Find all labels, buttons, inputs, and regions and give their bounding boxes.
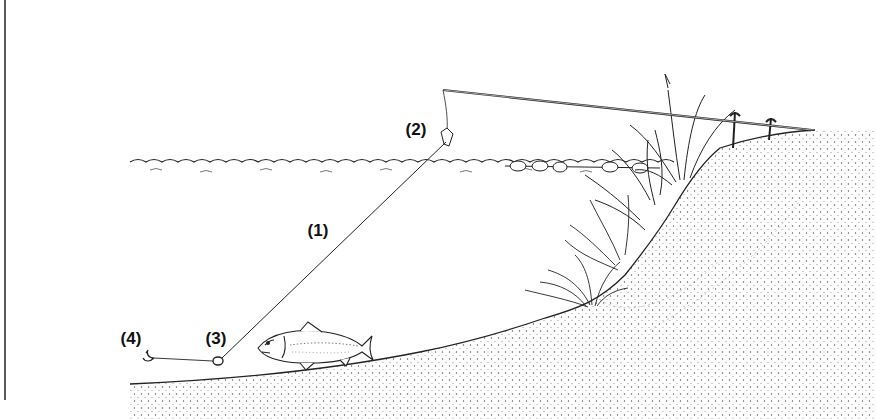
callout-number: (3) [206, 330, 227, 347]
callout-number: (2) [406, 121, 427, 138]
callout-number: (4) [121, 330, 142, 347]
callout-number: (1) [308, 222, 329, 239]
